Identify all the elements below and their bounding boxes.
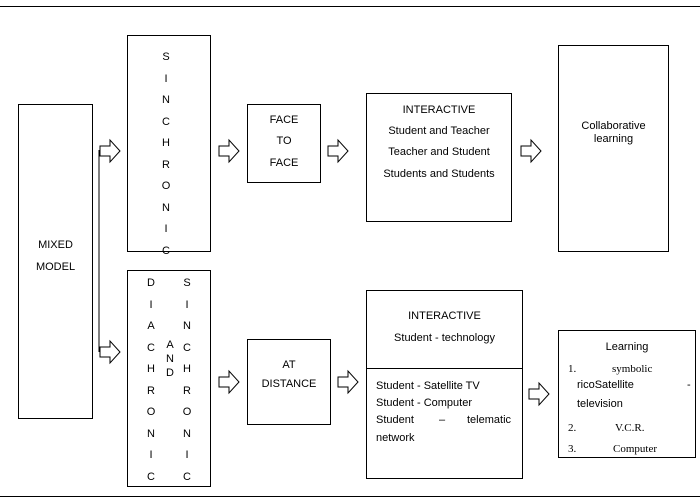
mixed-model-box: MIXED MODEL	[18, 104, 93, 419]
letter: I	[164, 223, 168, 235]
face-label-2: TO	[276, 135, 292, 147]
learning-item-2-number: 2.	[568, 422, 577, 434]
arrow-right-icon	[218, 138, 240, 164]
letter: H	[147, 363, 155, 375]
learning-item-3-number: 3.	[568, 443, 577, 455]
interactive-bottom-line-2: Student - Computer	[376, 397, 472, 409]
interactive-top-title: INTERACTIVE	[402, 104, 476, 116]
sinchronic-letters: S I N C H R O N I C	[159, 47, 173, 262]
letter: C	[183, 341, 191, 354]
interactive-bottom-subtitle: Student - technology	[394, 332, 495, 344]
collab-line-1: Collaborative	[581, 120, 646, 132]
arrow-right-icon	[337, 369, 359, 395]
letter: R	[162, 158, 170, 171]
learning-item-1-number: 1.	[568, 363, 577, 375]
interactive-bottom-divider	[366, 368, 523, 369]
letter: S	[162, 51, 170, 63]
interactive-bottom-line-3c: telematic	[467, 414, 512, 426]
at-distance-box: AT DISTANCE	[247, 339, 331, 425]
letter: D	[166, 367, 174, 379]
letter: I	[164, 72, 168, 85]
learning-item-2-text: V.C.R.	[615, 422, 645, 434]
letter: C	[162, 115, 170, 128]
distance-line-2: DISTANCE	[261, 378, 317, 390]
interactive-bottom-title: INTERACTIVE	[408, 310, 481, 322]
letter: R	[147, 384, 155, 397]
diachronic-sinchronic-box	[127, 270, 211, 487]
interactive-top-line-2: Teacher and Student	[388, 146, 490, 158]
arrow-right-icon	[99, 138, 121, 164]
interactive-top-line-1: Student and Teacher	[388, 125, 490, 137]
interactive-top-box: INTERACTIVE Student and Teacher Teacher …	[366, 93, 512, 222]
interactive-bottom-line-4: network	[376, 432, 415, 444]
letter: S	[183, 277, 191, 289]
arrow-right-icon	[218, 369, 240, 395]
letter: C	[147, 341, 155, 354]
distance-line-1: AT	[282, 359, 296, 371]
learning-item-1-text: symbolic	[612, 363, 653, 375]
letter: D	[147, 277, 155, 289]
letter: A	[166, 339, 174, 351]
face-label-3: FACE	[269, 157, 299, 169]
face-to-face-box: FACE TO FACE	[247, 104, 321, 183]
learning-box: Learning	[558, 330, 696, 458]
letter: I	[185, 298, 189, 311]
interactive-bottom-line-3b: –	[439, 414, 446, 426]
interactive-top-line-3: Students and Students	[383, 168, 495, 180]
learning-item-1-dash: -	[687, 379, 691, 391]
learning-title: Learning	[605, 341, 649, 353]
letter: R	[183, 384, 191, 397]
collab-line-2: learning	[593, 133, 634, 145]
arrow-right-icon	[520, 138, 542, 164]
interactive-bottom-line-3a: Student	[376, 414, 414, 426]
learning-item-3-text: Computer	[613, 443, 657, 455]
letter: I	[185, 449, 189, 461]
mixed-label: MIXED	[38, 239, 73, 251]
letter: N	[183, 427, 191, 440]
letter: H	[162, 137, 170, 149]
model-label: MODEL	[35, 261, 76, 273]
interactive-bottom-box: INTERACTIVE Student - technology	[366, 290, 523, 479]
sinchronic-bottom-letters: S I N C H R O N I C	[180, 273, 194, 488]
arrow-right-icon	[99, 339, 121, 365]
learning-item-1-line-3: television	[577, 398, 623, 410]
collaborative-learning-box: Collaborative learning	[558, 45, 669, 252]
top-rule	[0, 6, 700, 7]
letter: A	[147, 320, 155, 332]
learning-item-1-line-2: ricoSatellite	[577, 379, 634, 391]
letter: N	[166, 353, 174, 365]
letter: N	[183, 320, 191, 332]
arrow-right-icon	[528, 381, 550, 407]
letter: I	[149, 298, 153, 311]
and-letters: A N D	[163, 338, 177, 380]
sinchronic-box	[127, 35, 211, 252]
diachronic-letters: D I A C H R O N I C	[144, 273, 158, 488]
bottom-rule	[0, 496, 700, 497]
letter: N	[147, 427, 155, 440]
letter: O	[182, 406, 192, 418]
letter: C	[162, 244, 170, 257]
letter: I	[149, 449, 153, 461]
letter: C	[147, 470, 155, 483]
interactive-bottom-line-1: Student - Satellite TV	[376, 380, 480, 392]
face-label-1: FACE	[269, 114, 299, 126]
letter: H	[183, 363, 191, 375]
arrow-right-icon	[327, 138, 349, 164]
letter: N	[162, 201, 170, 214]
letter: O	[146, 406, 156, 418]
letter: N	[162, 94, 170, 106]
letter: C	[183, 470, 191, 483]
letter: O	[161, 180, 171, 192]
